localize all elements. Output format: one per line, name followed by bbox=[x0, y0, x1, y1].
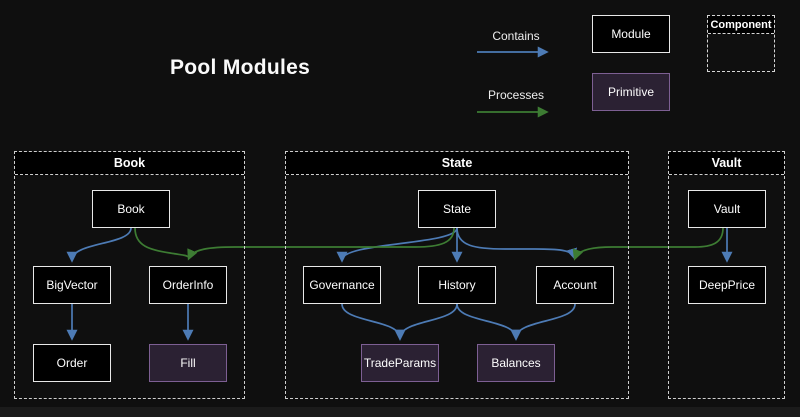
node-deepprice: DeepPrice bbox=[688, 266, 766, 304]
node-orderinfo: OrderInfo bbox=[149, 266, 227, 304]
node-order: Order bbox=[33, 344, 111, 382]
legend-primitive-label: Primitive bbox=[608, 85, 654, 99]
node-fill-label: Fill bbox=[180, 356, 195, 370]
legend-component-label: Component bbox=[708, 16, 774, 34]
node-bigvector-label: BigVector bbox=[46, 278, 97, 292]
node-bigvector: BigVector bbox=[33, 266, 111, 304]
node-vault-label: Vault bbox=[714, 202, 740, 216]
node-order-label: Order bbox=[57, 356, 88, 370]
legend-module-box: Module bbox=[592, 15, 670, 53]
node-book-label: Book bbox=[117, 202, 144, 216]
legend-module-label: Module bbox=[611, 27, 650, 41]
node-balances-label: Balances bbox=[491, 356, 540, 370]
node-governance-label: Governance bbox=[309, 278, 374, 292]
node-account-label: Account bbox=[553, 278, 596, 292]
node-book: Book bbox=[92, 190, 170, 228]
node-history-label: History bbox=[438, 278, 475, 292]
node-balances: Balances bbox=[477, 344, 555, 382]
node-orderinfo-label: OrderInfo bbox=[163, 278, 214, 292]
legend-processes-label: Processes bbox=[477, 88, 555, 102]
node-state: State bbox=[418, 190, 496, 228]
node-tradeparams-label: TradeParams bbox=[364, 356, 436, 370]
node-fill: Fill bbox=[149, 344, 227, 382]
node-state-label: State bbox=[443, 202, 471, 216]
node-vault: Vault bbox=[688, 190, 766, 228]
bottom-strip bbox=[0, 407, 800, 417]
legend-component-box: Component bbox=[707, 15, 775, 72]
page-title: Pool Modules bbox=[170, 56, 310, 80]
node-account: Account bbox=[536, 266, 614, 304]
container-state-header: State bbox=[286, 152, 628, 175]
node-governance: Governance bbox=[303, 266, 381, 304]
legend-primitive-box: Primitive bbox=[592, 73, 670, 111]
container-vault-header: Vault bbox=[669, 152, 784, 175]
node-deepprice-label: DeepPrice bbox=[699, 278, 755, 292]
node-tradeparams: TradeParams bbox=[361, 344, 439, 382]
node-history: History bbox=[418, 266, 496, 304]
legend-contains-label: Contains bbox=[477, 29, 555, 43]
container-book-header: Book bbox=[15, 152, 244, 175]
